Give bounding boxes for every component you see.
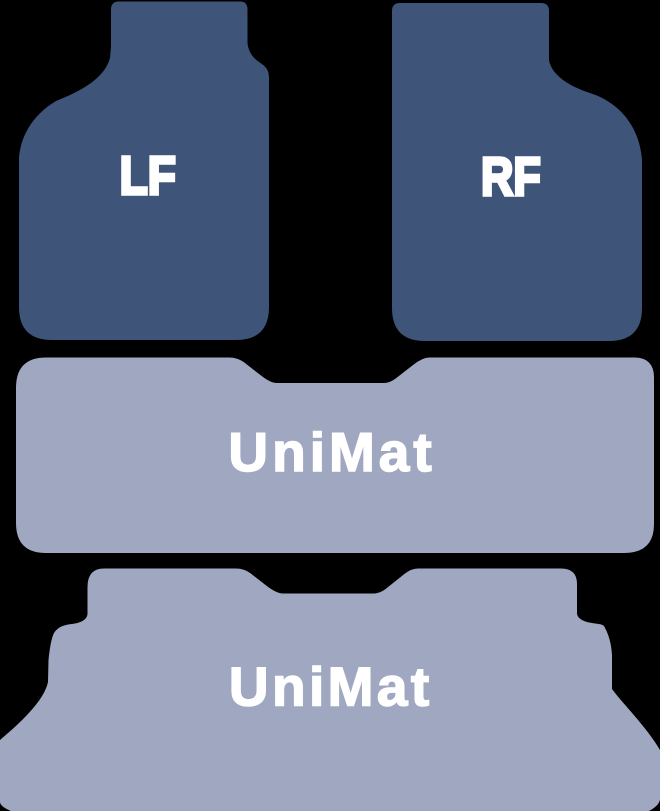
svg-text:UniMat: UniMat [229,656,433,718]
svg-text:LF: LF [120,146,176,206]
svg-text:RF: RF [481,147,541,207]
svg-text:UniMat: UniMat [228,421,435,483]
